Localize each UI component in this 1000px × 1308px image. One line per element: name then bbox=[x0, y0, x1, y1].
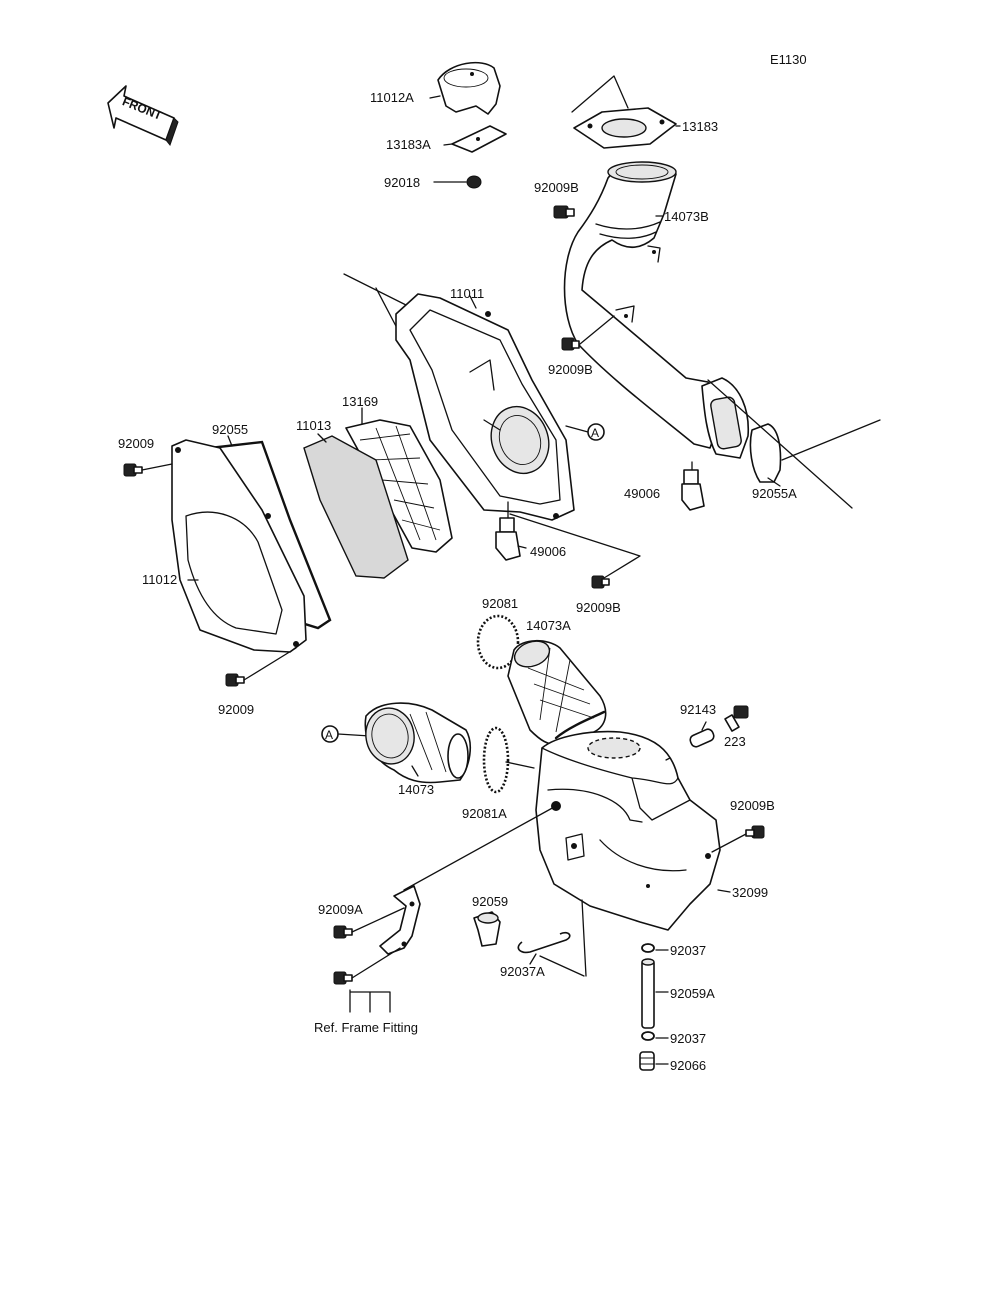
bolt-92009A-upper bbox=[333, 925, 353, 939]
duct-14073B bbox=[563, 161, 750, 459]
drain-49006-right bbox=[681, 469, 705, 511]
ref-frame-fitting-note: Ref. Frame Fitting bbox=[314, 1020, 418, 1035]
diagram-code: E1130 bbox=[770, 52, 807, 67]
label-92055A: 92055A bbox=[752, 486, 797, 501]
label-92066: 92066 bbox=[670, 1058, 706, 1073]
label-92055: 92055 bbox=[212, 422, 248, 437]
plate-13183A bbox=[451, 125, 507, 153]
front-arrow-icon: FRONT bbox=[107, 85, 179, 147]
label-92037-top: 92037 bbox=[670, 943, 706, 958]
cover-11012 bbox=[171, 439, 307, 653]
bolt-92009B-low bbox=[591, 575, 610, 589]
hose-92059 bbox=[473, 911, 501, 947]
plug-92066 bbox=[639, 1051, 655, 1071]
ref-a-marker-upper: A bbox=[591, 426, 599, 440]
label-32099: 32099 bbox=[732, 885, 768, 900]
tank-32099 bbox=[535, 730, 721, 931]
nut-92018 bbox=[466, 175, 482, 189]
clamp-92081A bbox=[482, 726, 510, 794]
clamp-92081 bbox=[476, 614, 520, 670]
label-13169: 13169 bbox=[342, 394, 378, 409]
label-92018: 92018 bbox=[384, 175, 420, 190]
label-92009B-tank: 92009B bbox=[730, 798, 775, 813]
label-92009-left: 92009 bbox=[118, 436, 154, 451]
label-13183A: 13183A bbox=[386, 137, 431, 152]
filter-element-11013 bbox=[303, 435, 409, 579]
label-14073: 14073 bbox=[398, 782, 434, 797]
label-49006-mid: 49006 bbox=[530, 544, 566, 559]
label-11012A: 11012A bbox=[370, 90, 414, 105]
boot-14073A bbox=[507, 639, 607, 746]
label-14073B: 14073B bbox=[664, 209, 709, 224]
label-92143: 92143 bbox=[680, 702, 716, 717]
bolt-92009-left bbox=[123, 463, 143, 477]
bolt-223 bbox=[724, 705, 749, 732]
label-92059A: 92059A bbox=[670, 986, 715, 1001]
label-11013: 11013 bbox=[296, 418, 331, 433]
clip-92037A bbox=[517, 931, 571, 954]
gasket-92055A bbox=[749, 423, 782, 483]
label-223: 223 bbox=[724, 734, 746, 749]
label-92081A: 92081A bbox=[462, 806, 507, 821]
label-92037A: 92037A bbox=[500, 964, 545, 979]
label-92009B-mid: 92009B bbox=[548, 362, 593, 377]
flange-13183 bbox=[573, 107, 677, 149]
boot-14073 bbox=[364, 702, 472, 784]
label-49006-right: 49006 bbox=[624, 486, 660, 501]
label-14073A: 14073A bbox=[526, 618, 571, 633]
label-92037-bottom: 92037 bbox=[670, 1031, 706, 1046]
bolt-92009B-top bbox=[553, 205, 575, 219]
bolt-92009B-mid bbox=[561, 337, 580, 351]
bolt-92009-bottom bbox=[225, 673, 245, 687]
spacer-92143 bbox=[689, 728, 715, 748]
label-11011: 11011 bbox=[450, 286, 484, 301]
bracket-ref-frame bbox=[379, 885, 421, 955]
ref-a-marker-lower: A bbox=[325, 728, 333, 742]
clip-92037-top bbox=[641, 943, 655, 953]
bolt-92009A-lower bbox=[333, 971, 353, 985]
label-92009B-top: 92009B bbox=[534, 180, 579, 195]
label-92009-bottom: 92009 bbox=[218, 702, 254, 717]
clip-92037-bottom bbox=[641, 1031, 655, 1041]
label-92081: 92081 bbox=[482, 596, 518, 611]
label-11012: 11012 bbox=[142, 572, 177, 587]
tube-92059A bbox=[641, 958, 655, 1029]
label-92009A: 92009A bbox=[318, 902, 363, 917]
drain-49006-mid bbox=[495, 517, 521, 561]
air-box-11011 bbox=[395, 293, 575, 521]
cap-11012A bbox=[437, 61, 501, 115]
label-92009B-low: 92009B bbox=[576, 600, 621, 615]
label-13183: 13183 bbox=[682, 119, 718, 134]
label-92059: 92059 bbox=[472, 894, 508, 909]
bolt-92009B-tank bbox=[745, 825, 765, 839]
